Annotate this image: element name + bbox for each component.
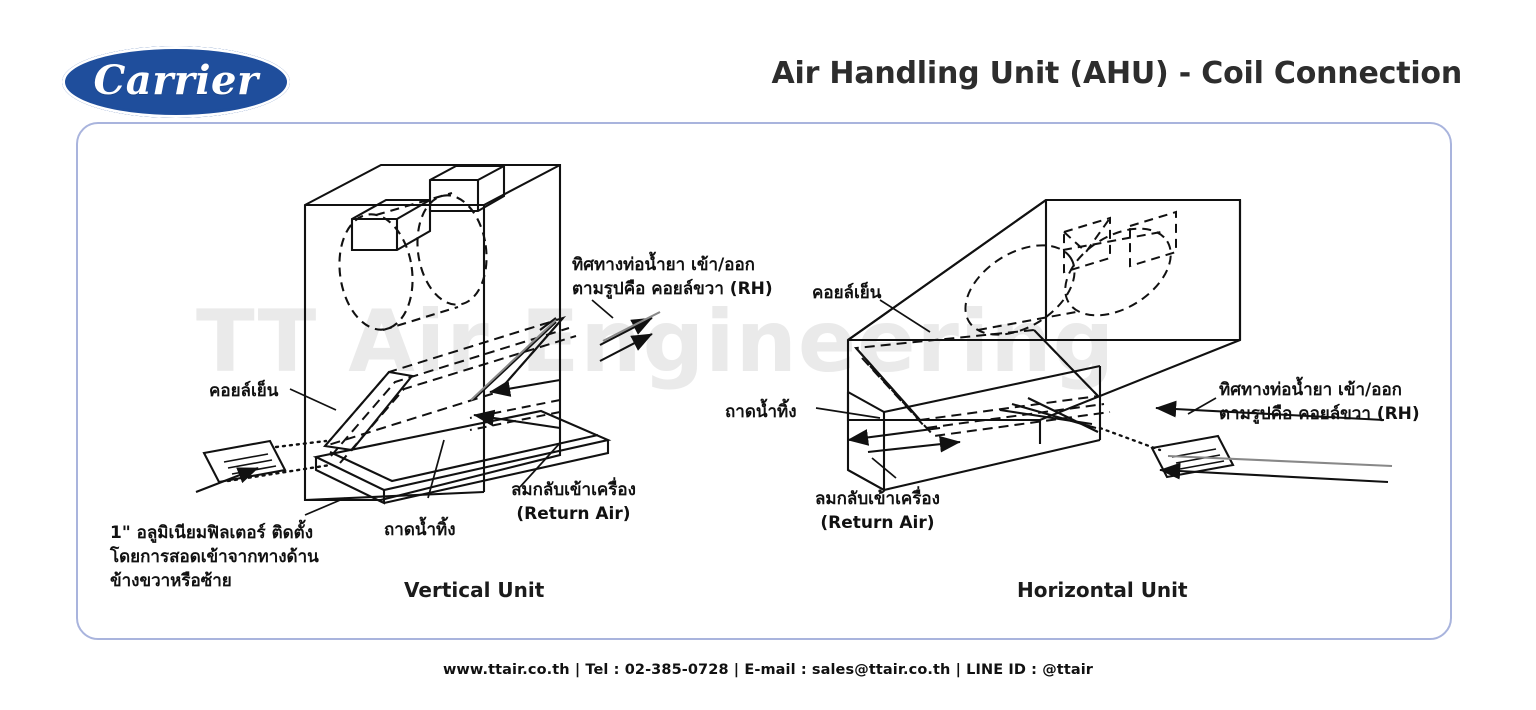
label-filter-note-line1: 1" อลูมิเนียมฟิลเตอร์ ติดตั้ง xyxy=(110,523,314,543)
label-cooling-coil-horizontal: คอยล์เย็น xyxy=(812,283,882,303)
label-filter-note-vertical: 1" อลูมิเนียมฟิลเตอร์ ติดตั้ง โดยการสอดเ… xyxy=(110,521,319,593)
carrier-logo: Carrier xyxy=(62,46,290,118)
label-cooling-coil-vertical: คอยล์เย็น xyxy=(209,381,279,401)
page-title: Air Handling Unit (AHU) - Coil Connectio… xyxy=(771,56,1462,91)
label-pipe-direction-vertical-line1: ทิศทางท่อน้ำยา เข้า/ออก xyxy=(572,255,755,275)
label-drain-pan-vertical: ถาดน้ำทิ้ง xyxy=(384,520,456,540)
logo-wordmark: Carrier xyxy=(93,57,259,104)
label-return-air-vertical-line2: (Return Air) xyxy=(516,504,631,525)
label-pipe-direction-horizontal-line1: ทิศทางท่อน้ำยา เข้า/ออก xyxy=(1219,380,1402,400)
label-return-air-vertical: ลมกลับเข้าเครื่อง (Return Air) xyxy=(511,478,636,526)
label-filter-note-line2: โดยการสอดเข้าจากทางด้าน xyxy=(110,547,319,568)
label-pipe-direction-horizontal: ทิศทางท่อน้ำยา เข้า/ออก ตามรูปคือ คอยล์ข… xyxy=(1219,378,1420,426)
label-pipe-direction-vertical: ทิศทางท่อน้ำยา เข้า/ออก ตามรูปคือ คอยล์ข… xyxy=(572,253,773,301)
caption-horizontal-unit: Horizontal Unit xyxy=(1017,578,1188,602)
label-return-air-horizontal-line1: ลมกลับเข้าเครื่อง xyxy=(815,489,940,509)
horizontal-unit-drawing xyxy=(815,198,1393,492)
label-pipe-direction-vertical-line2: ตามรูปคือ คอยล์ขวา (RH) xyxy=(572,279,773,300)
diagram-frame xyxy=(76,122,1452,640)
footer-contact: www.ttair.co.th | Tel : 02-385-0728 | E-… xyxy=(442,662,1094,678)
watermark-text: TT Air Engineering xyxy=(196,292,1116,392)
vertical-unit-drawing xyxy=(195,163,661,516)
label-return-air-horizontal: ลมกลับเข้าเครื่อง (Return Air) xyxy=(815,487,940,535)
label-return-air-horizontal-line2: (Return Air) xyxy=(820,513,935,534)
label-drain-pan-horizontal: ถาดน้ำทิ้ง xyxy=(725,402,797,422)
label-return-air-vertical-line1: ลมกลับเข้าเครื่อง xyxy=(511,480,636,500)
label-filter-note-line3: ข้างขวาหรือซ้าย xyxy=(110,571,232,592)
label-pipe-direction-horizontal-line2: ตามรูปคือ คอยล์ขวา (RH) xyxy=(1219,404,1420,425)
caption-vertical-unit: Vertical Unit xyxy=(404,578,545,602)
